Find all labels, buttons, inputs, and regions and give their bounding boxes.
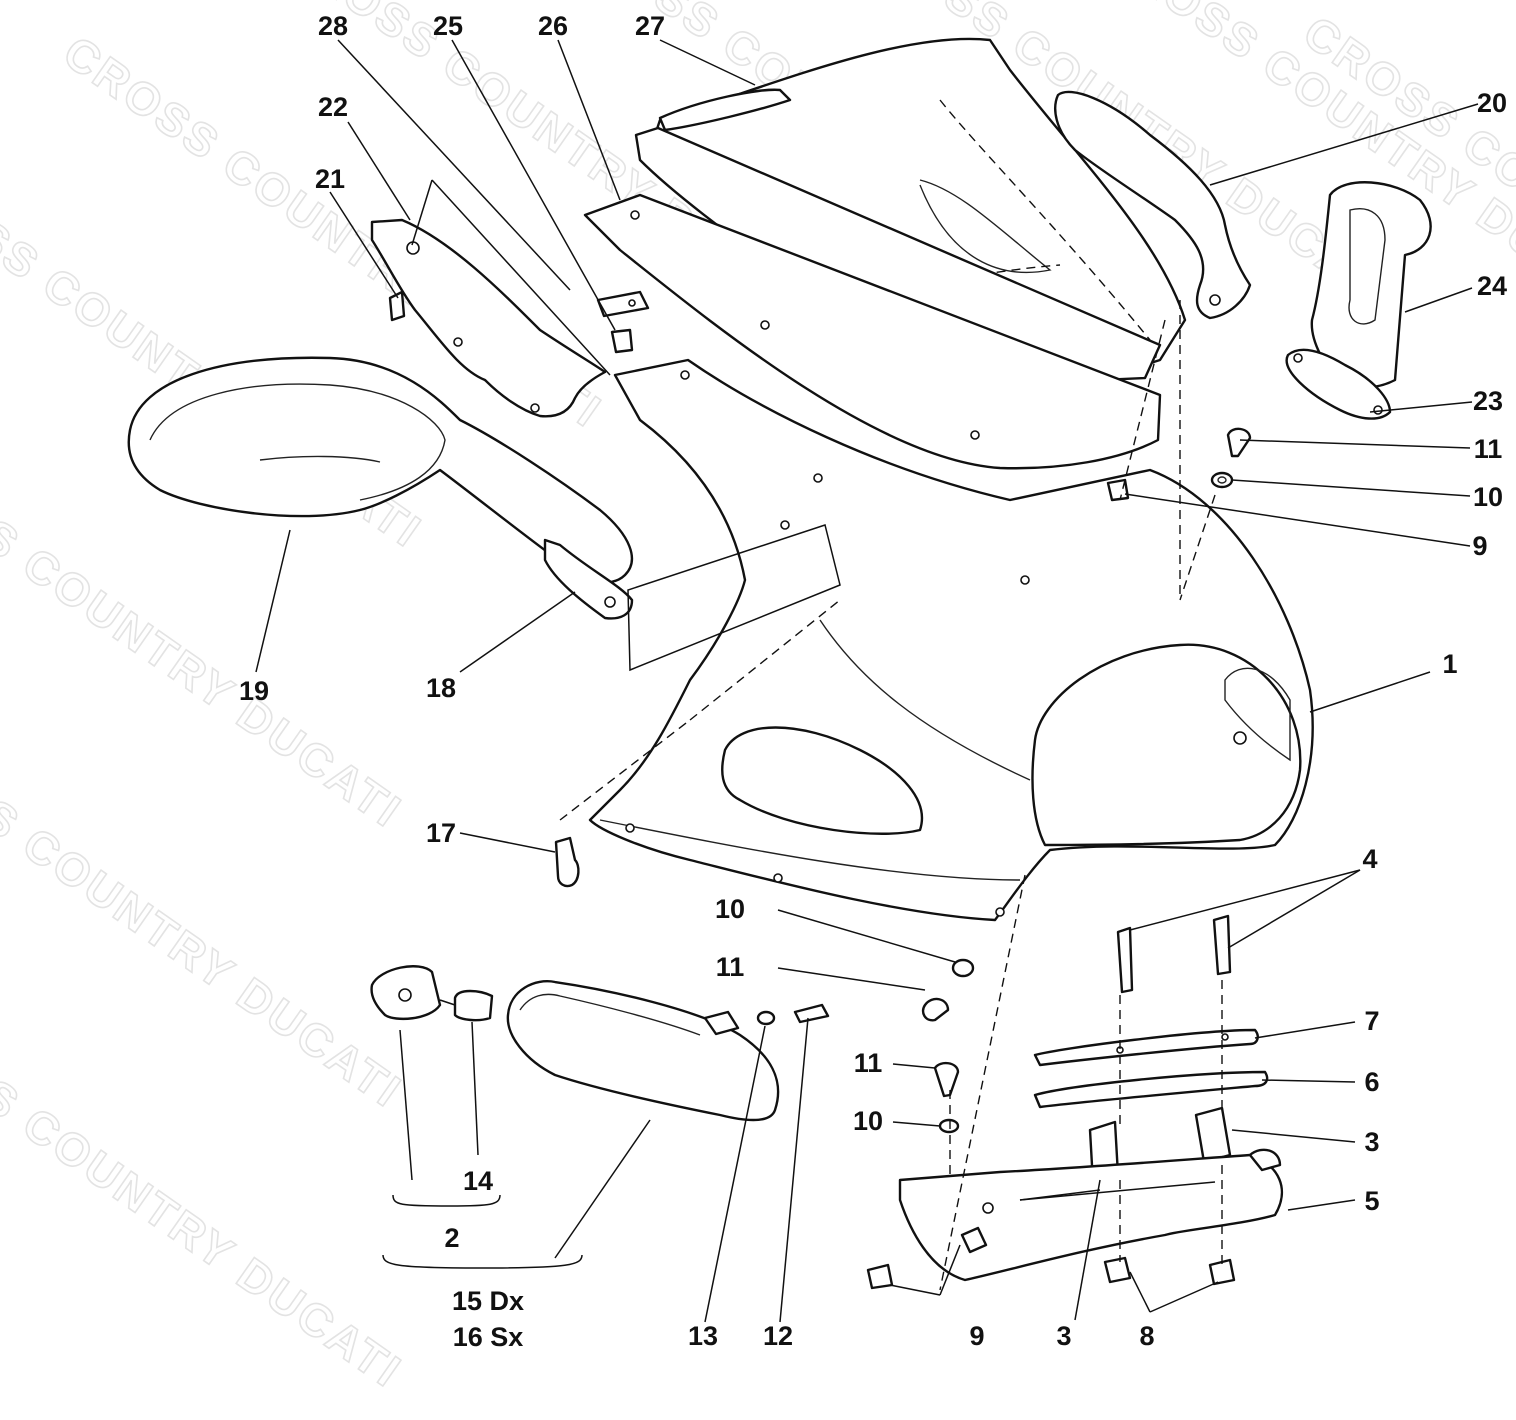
- callout-3-low: 3: [1056, 1321, 1071, 1351]
- callout-11-mid: 11: [716, 952, 745, 982]
- gasket-23: [1285, 348, 1392, 420]
- callout-17: 17: [426, 818, 456, 848]
- bolts-4: [1116, 914, 1232, 994]
- callout-8: 8: [1139, 1321, 1154, 1351]
- callout-12: 12: [763, 1321, 793, 1351]
- callout-5: 5: [1364, 1186, 1379, 1216]
- callout-11-low: 11: [854, 1048, 883, 1078]
- callout-7: 7: [1364, 1006, 1379, 1036]
- callout-19: 19: [239, 676, 269, 706]
- screw-12: [793, 1003, 830, 1024]
- strip-6: [1033, 1070, 1269, 1109]
- callout-20: 20: [1477, 88, 1507, 118]
- callout-11-top: 11: [1474, 434, 1503, 464]
- assembly-lines: [411, 179, 1223, 1291]
- screw-11-mid: [921, 997, 950, 1022]
- strip-7: [1033, 1028, 1259, 1067]
- bulb-14: [453, 989, 494, 1022]
- screw-17: [554, 836, 580, 888]
- callout-10-low: 10: [853, 1106, 883, 1136]
- washer-10-low: [938, 1118, 960, 1134]
- callout-2: 2: [444, 1223, 459, 1253]
- callout-10-top: 10: [1473, 482, 1503, 512]
- callout-24: 24: [1477, 271, 1507, 301]
- indicator-lens: [506, 980, 780, 1122]
- callout-9-top: 9: [1472, 531, 1487, 561]
- callout-4: 4: [1362, 844, 1377, 874]
- nuts-9-low: [866, 1226, 988, 1290]
- callout-13: 13: [688, 1321, 718, 1351]
- inner-trim-part: [583, 193, 1162, 470]
- nuts-8: [1103, 1256, 1236, 1286]
- screw-11-low: [933, 1061, 960, 1098]
- callout-27: 27: [635, 11, 665, 41]
- washer-10-top: [1210, 471, 1234, 489]
- callout-25: 25: [433, 11, 463, 41]
- fairing-part: [588, 358, 1314, 922]
- washer-10-mid: [951, 958, 975, 978]
- gasket-18: [543, 538, 634, 620]
- callout-1: 1: [1442, 649, 1457, 679]
- bracket-26: [596, 290, 650, 318]
- nut-9-top: [1106, 478, 1130, 502]
- side-bracket-22: [370, 218, 607, 418]
- callout-18: 18: [426, 673, 456, 703]
- callout-21: 21: [315, 164, 345, 194]
- bracket-5: [898, 1148, 1284, 1282]
- callout-22: 22: [318, 92, 348, 122]
- callout-28: 28: [318, 11, 348, 41]
- screw-25: [610, 328, 634, 354]
- deflector-20: [1054, 90, 1252, 320]
- callout-16-sx: 16 Sx: [453, 1322, 524, 1352]
- callout-10-mid: 10: [715, 894, 745, 924]
- washer-13: [756, 1010, 776, 1026]
- bulb-holder: [370, 965, 442, 1021]
- screw-11-top: [1226, 427, 1252, 458]
- mirror-19: [127, 356, 634, 584]
- callout-labels: 28 25 26 27 22 21 20 24 23 11 10 9 1 19 …: [239, 11, 1507, 1352]
- screw-21: [388, 290, 406, 322]
- windscreen-part: [634, 37, 1187, 387]
- callout-3-right: 3: [1364, 1127, 1379, 1157]
- callout-15-dx: 15 Dx: [452, 1286, 524, 1316]
- leader-lines: [255, 39, 1479, 1323]
- callout-14: 14: [463, 1166, 493, 1196]
- callout-9-low: 9: [969, 1321, 984, 1351]
- callout-23: 23: [1473, 386, 1503, 416]
- callout-26: 26: [538, 11, 568, 41]
- callout-6: 6: [1364, 1067, 1379, 1097]
